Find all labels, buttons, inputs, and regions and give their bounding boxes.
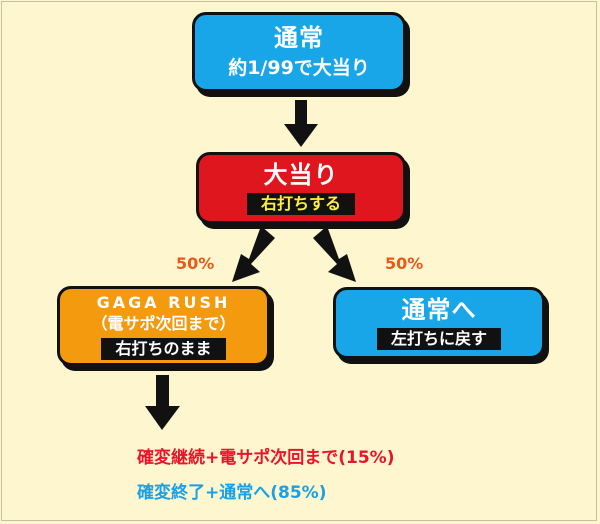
arrow-jackpot-to-return: [313, 226, 356, 282]
node-normal-subtitle: 約1/99で大当り: [228, 57, 370, 79]
node-jackpot-tag: 右打ちする: [246, 193, 355, 215]
node-jackpot-title: 大当り: [263, 161, 339, 189]
node-rush-tag: 右打ちのまま: [101, 337, 226, 360]
node-rush-subtitle: （電サポ次回まで）: [91, 313, 236, 333]
branch-right-percent: 50%: [385, 254, 424, 273]
node-return-title: 通常へ: [401, 296, 477, 324]
node-normal: 通常 約1/99で大当り: [192, 12, 406, 92]
arrow-jackpot-to-rush: [232, 226, 275, 282]
node-jackpot: 大当り 右打ちする: [196, 152, 406, 224]
arrow-normal-to-jackpot: [284, 100, 318, 147]
outcome-continue: 確変継続+電サポ次回まで(15%): [137, 448, 395, 468]
arrow-rush-to-outcome: [145, 375, 180, 430]
branch-left-percent: 50%: [176, 254, 215, 273]
node-normal-title: 通常: [274, 24, 324, 52]
node-return-normal: 通常へ 左打ちに戻す: [333, 287, 545, 359]
outcome-end: 確変終了+通常へ(85%): [137, 483, 327, 503]
node-return-tag: 左打ちに戻す: [376, 328, 501, 350]
node-rush-title: GAGA RUSH: [96, 292, 231, 312]
node-gaga-rush: GAGA RUSH （電サポ次回まで） 右打ちのまま: [57, 286, 270, 366]
